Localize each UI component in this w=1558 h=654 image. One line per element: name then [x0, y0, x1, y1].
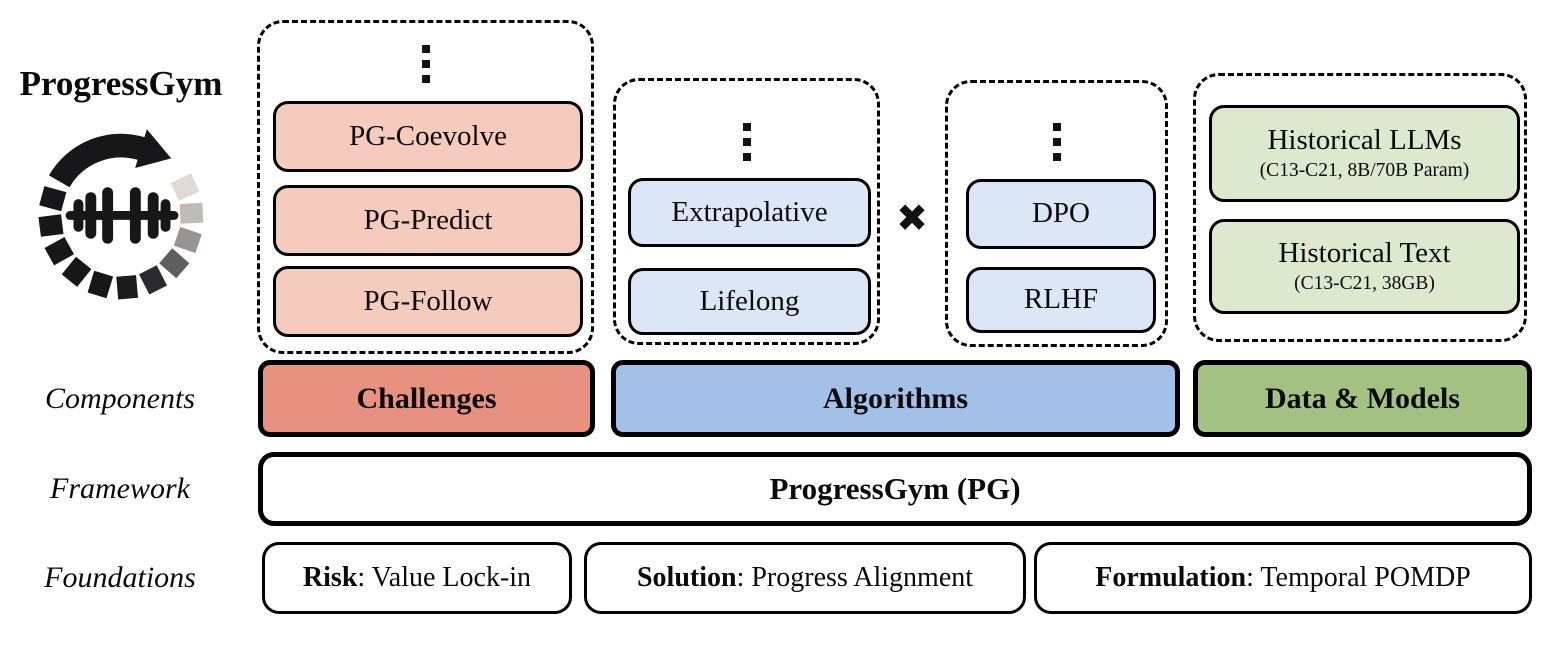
foundation-rest: : Temporal POMDP — [1246, 562, 1471, 593]
item-title: Historical LLMs — [1267, 124, 1462, 157]
algorithm-optimizer-item: RLHF — [966, 267, 1156, 333]
item-title: Historical Text — [1278, 237, 1451, 270]
data-models-bar: Data & Models — [1193, 360, 1532, 437]
vertical-ellipsis-icon — [1052, 123, 1061, 161]
foundation-lead: Risk — [302, 562, 358, 593]
challenge-item: PG-Coevolve — [273, 101, 583, 172]
foundations-row-label: Foundations — [44, 561, 196, 594]
challenges-bar: Challenges — [258, 360, 595, 437]
data-model-item: Historical LLMs (C13-C21, 8B/70B Param) — [1209, 105, 1520, 202]
components-row-label: Components — [45, 381, 195, 415]
vertical-ellipsis-icon — [742, 123, 751, 161]
circular-arrow-icon — [38, 129, 204, 300]
cross-multiply-icon: ✖ — [896, 196, 928, 240]
challenge-item: PG-Predict — [273, 185, 583, 256]
item-subtitle: (C13-C21, 8B/70B Param) — [1259, 160, 1470, 182]
foundation-rest: : Value Lock-in — [357, 562, 532, 593]
foundation-lead: Solution — [636, 562, 737, 593]
data-model-item: Historical Text (C13-C21, 38GB) — [1209, 219, 1520, 314]
algorithm-optimizer-item: DPO — [966, 179, 1156, 249]
foundation-lead: Formulation — [1095, 562, 1247, 593]
figure-title: ProgressGym — [19, 64, 223, 103]
framework-bar: ProgressGym (PG) — [258, 452, 1532, 526]
framework-row-label: Framework — [50, 472, 190, 505]
challenges-group-box: PG-Coevolve PG-Predict PG-Follow — [257, 20, 594, 354]
item-subtitle: (C13-C21, 38GB) — [1294, 273, 1435, 295]
foundation-box-formulation: Formulation: Temporal POMDP — [1034, 542, 1532, 614]
dumbbell-icon — [65, 187, 179, 244]
foundation-box-risk: Risk: Value Lock-in — [262, 542, 572, 614]
foundation-box-solution: Solution: Progress Alignment — [584, 542, 1026, 614]
challenge-item: PG-Follow — [273, 266, 583, 337]
progressgym-logo — [38, 129, 204, 300]
algorithm-family-item: Extrapolative — [628, 178, 871, 247]
algorithm-optimizer-group-box: DPO RLHF — [945, 80, 1168, 347]
data-models-group-box: Historical LLMs (C13-C21, 8B/70B Param) … — [1193, 73, 1527, 342]
algorithm-family-group-box: Extrapolative Lifelong — [613, 78, 880, 345]
foundation-rest: : Progress Alignment — [736, 562, 974, 593]
vertical-ellipsis-icon — [421, 45, 430, 83]
algorithms-bar: Algorithms — [611, 360, 1180, 437]
algorithm-family-item: Lifelong — [628, 268, 871, 335]
